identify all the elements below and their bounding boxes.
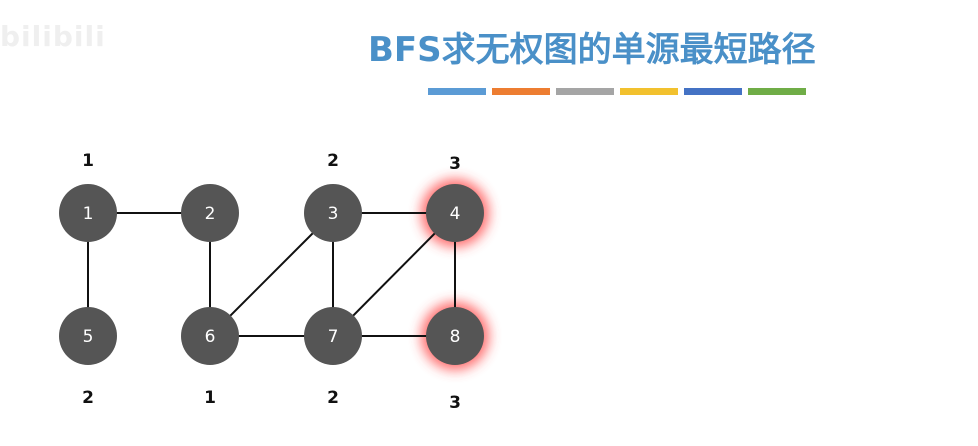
- graph-node-4: 4: [426, 184, 484, 242]
- node-layer: 1 2 3 4 5 6 7 8: [59, 184, 484, 365]
- node-label: 1: [83, 204, 94, 224]
- node-circle: [59, 307, 117, 365]
- node-label: 2: [205, 204, 216, 224]
- graph-node-1: 1: [59, 184, 117, 242]
- node-label: 5: [83, 327, 94, 347]
- distance-label-node-4: 3: [449, 154, 461, 174]
- page-title: BFS求无权图的单源最短路径: [368, 30, 816, 70]
- node-circle: [181, 184, 239, 242]
- node-label: 3: [328, 204, 339, 224]
- distance-label-node-5: 2: [82, 388, 94, 408]
- distance-label-node-8: 3: [449, 393, 461, 413]
- node-circle: [304, 307, 362, 365]
- node-label: 8: [450, 327, 461, 347]
- distance-label-node-3: 2: [327, 151, 339, 171]
- color-swatch-1: [428, 88, 486, 95]
- node-label: 7: [328, 327, 339, 347]
- edge-layer: [87, 212, 456, 337]
- distance-label-layer: 1 2 3 2 1 2 3: [82, 151, 461, 413]
- node-circle: [181, 307, 239, 365]
- bilibili-watermark: bilibili: [0, 20, 106, 53]
- graph-node-3: 3: [304, 184, 362, 242]
- node-circle: [304, 184, 362, 242]
- node-label: 4: [450, 204, 461, 224]
- distance-label-node-7: 2: [327, 388, 339, 408]
- color-swatch-6: [748, 88, 806, 95]
- node-label: 6: [205, 327, 216, 347]
- graph-node-6: 6: [181, 307, 239, 365]
- node-circle: [426, 184, 484, 242]
- node-circle: [426, 307, 484, 365]
- graph-node-8: 8: [426, 307, 484, 365]
- graph-node-7: 7: [304, 307, 362, 365]
- color-bar: [428, 88, 806, 95]
- color-swatch-5: [684, 88, 742, 95]
- color-swatch-2: [492, 88, 550, 95]
- graph-node-5: 5: [59, 307, 117, 365]
- node-circle: [59, 184, 117, 242]
- color-swatch-4: [620, 88, 678, 95]
- color-swatch-3: [556, 88, 614, 95]
- graph-node-2: 2: [181, 184, 239, 242]
- distance-label-node-6: 1: [204, 388, 216, 408]
- distance-label-node-1: 1: [82, 151, 94, 171]
